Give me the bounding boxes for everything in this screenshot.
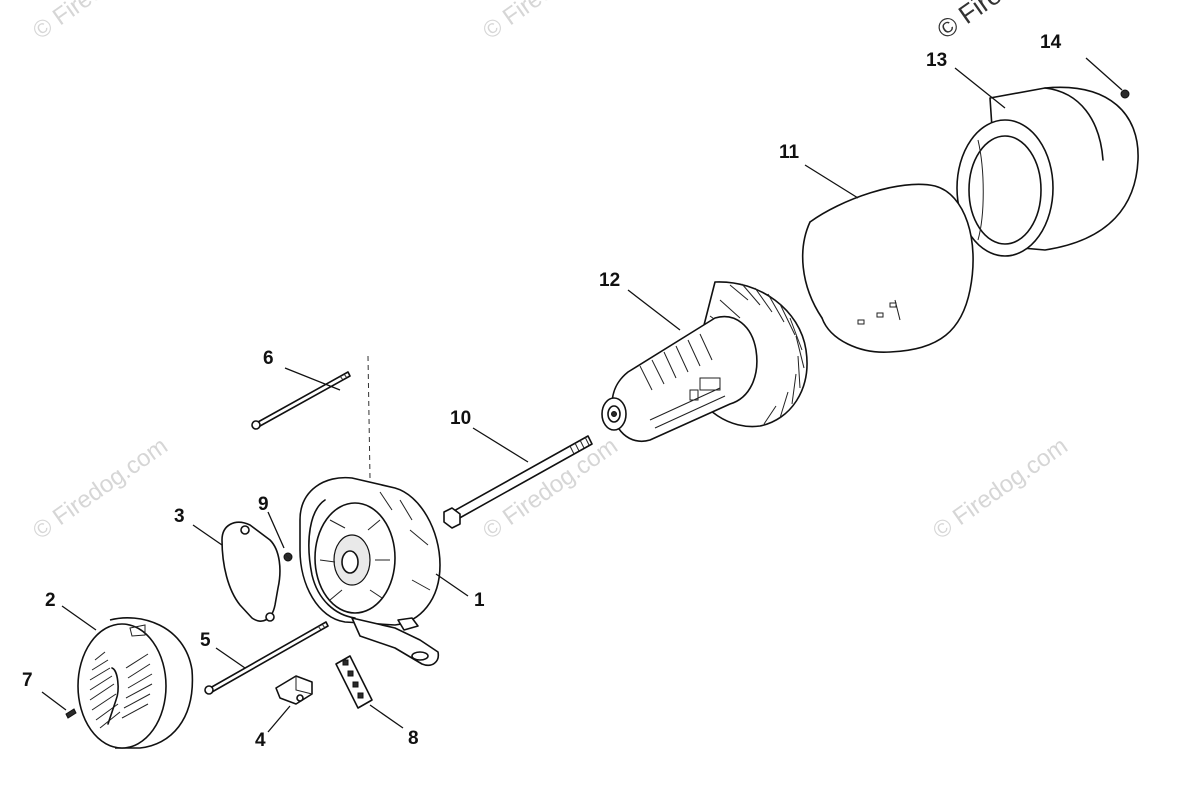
- part-5-long-bolt: [204, 621, 329, 695]
- part-8-terminal-strip: [335, 655, 373, 709]
- part-6-long-bolt: [251, 355, 371, 479]
- callout-10: 10: [450, 408, 471, 429]
- callout-1: 1: [474, 590, 485, 611]
- watermark-mid-left: © Firedog.com: [28, 432, 173, 545]
- callout-2: 2: [45, 590, 56, 611]
- leader-lines: [41, 57, 1123, 733]
- watermark-top-center: © Firedog.com: [478, 0, 623, 45]
- part-11-stator-shell: [801, 183, 974, 353]
- part-12-rotor-assembly: [601, 281, 808, 443]
- part-1-housing-bracket: [299, 476, 441, 667]
- callout-8: 8: [408, 728, 419, 749]
- part-14-screw: [1120, 89, 1130, 99]
- watermark-top-right: © Firedog.com: [931, 0, 1088, 45]
- callout-7: 7: [22, 670, 33, 691]
- watermark-mid-right: © Firedog.com: [928, 432, 1073, 545]
- part-4-connector: [275, 675, 313, 705]
- callout-labels: 14 13 11 12 10 6 3 9 1 2 5 7 4 8: [22, 32, 1062, 751]
- callout-14: 14: [1040, 32, 1062, 53]
- part-3-cover-plate: [221, 521, 281, 622]
- callout-13: 13: [926, 50, 947, 71]
- callout-11: 11: [779, 142, 800, 163]
- part-7-screw: [65, 708, 77, 719]
- part-2-end-cap: [77, 617, 194, 749]
- callout-6: 6: [263, 348, 274, 369]
- callout-9: 9: [258, 494, 269, 515]
- watermark-top-left: © Firedog.com: [28, 0, 173, 45]
- callout-5: 5: [200, 630, 211, 651]
- part-10-through-bolt: [443, 435, 593, 529]
- callout-4: 4: [255, 730, 266, 751]
- callout-3: 3: [174, 506, 185, 527]
- callout-12: 12: [599, 270, 620, 291]
- part-13-end-cover: [956, 86, 1139, 257]
- part-9-screw: [283, 552, 293, 562]
